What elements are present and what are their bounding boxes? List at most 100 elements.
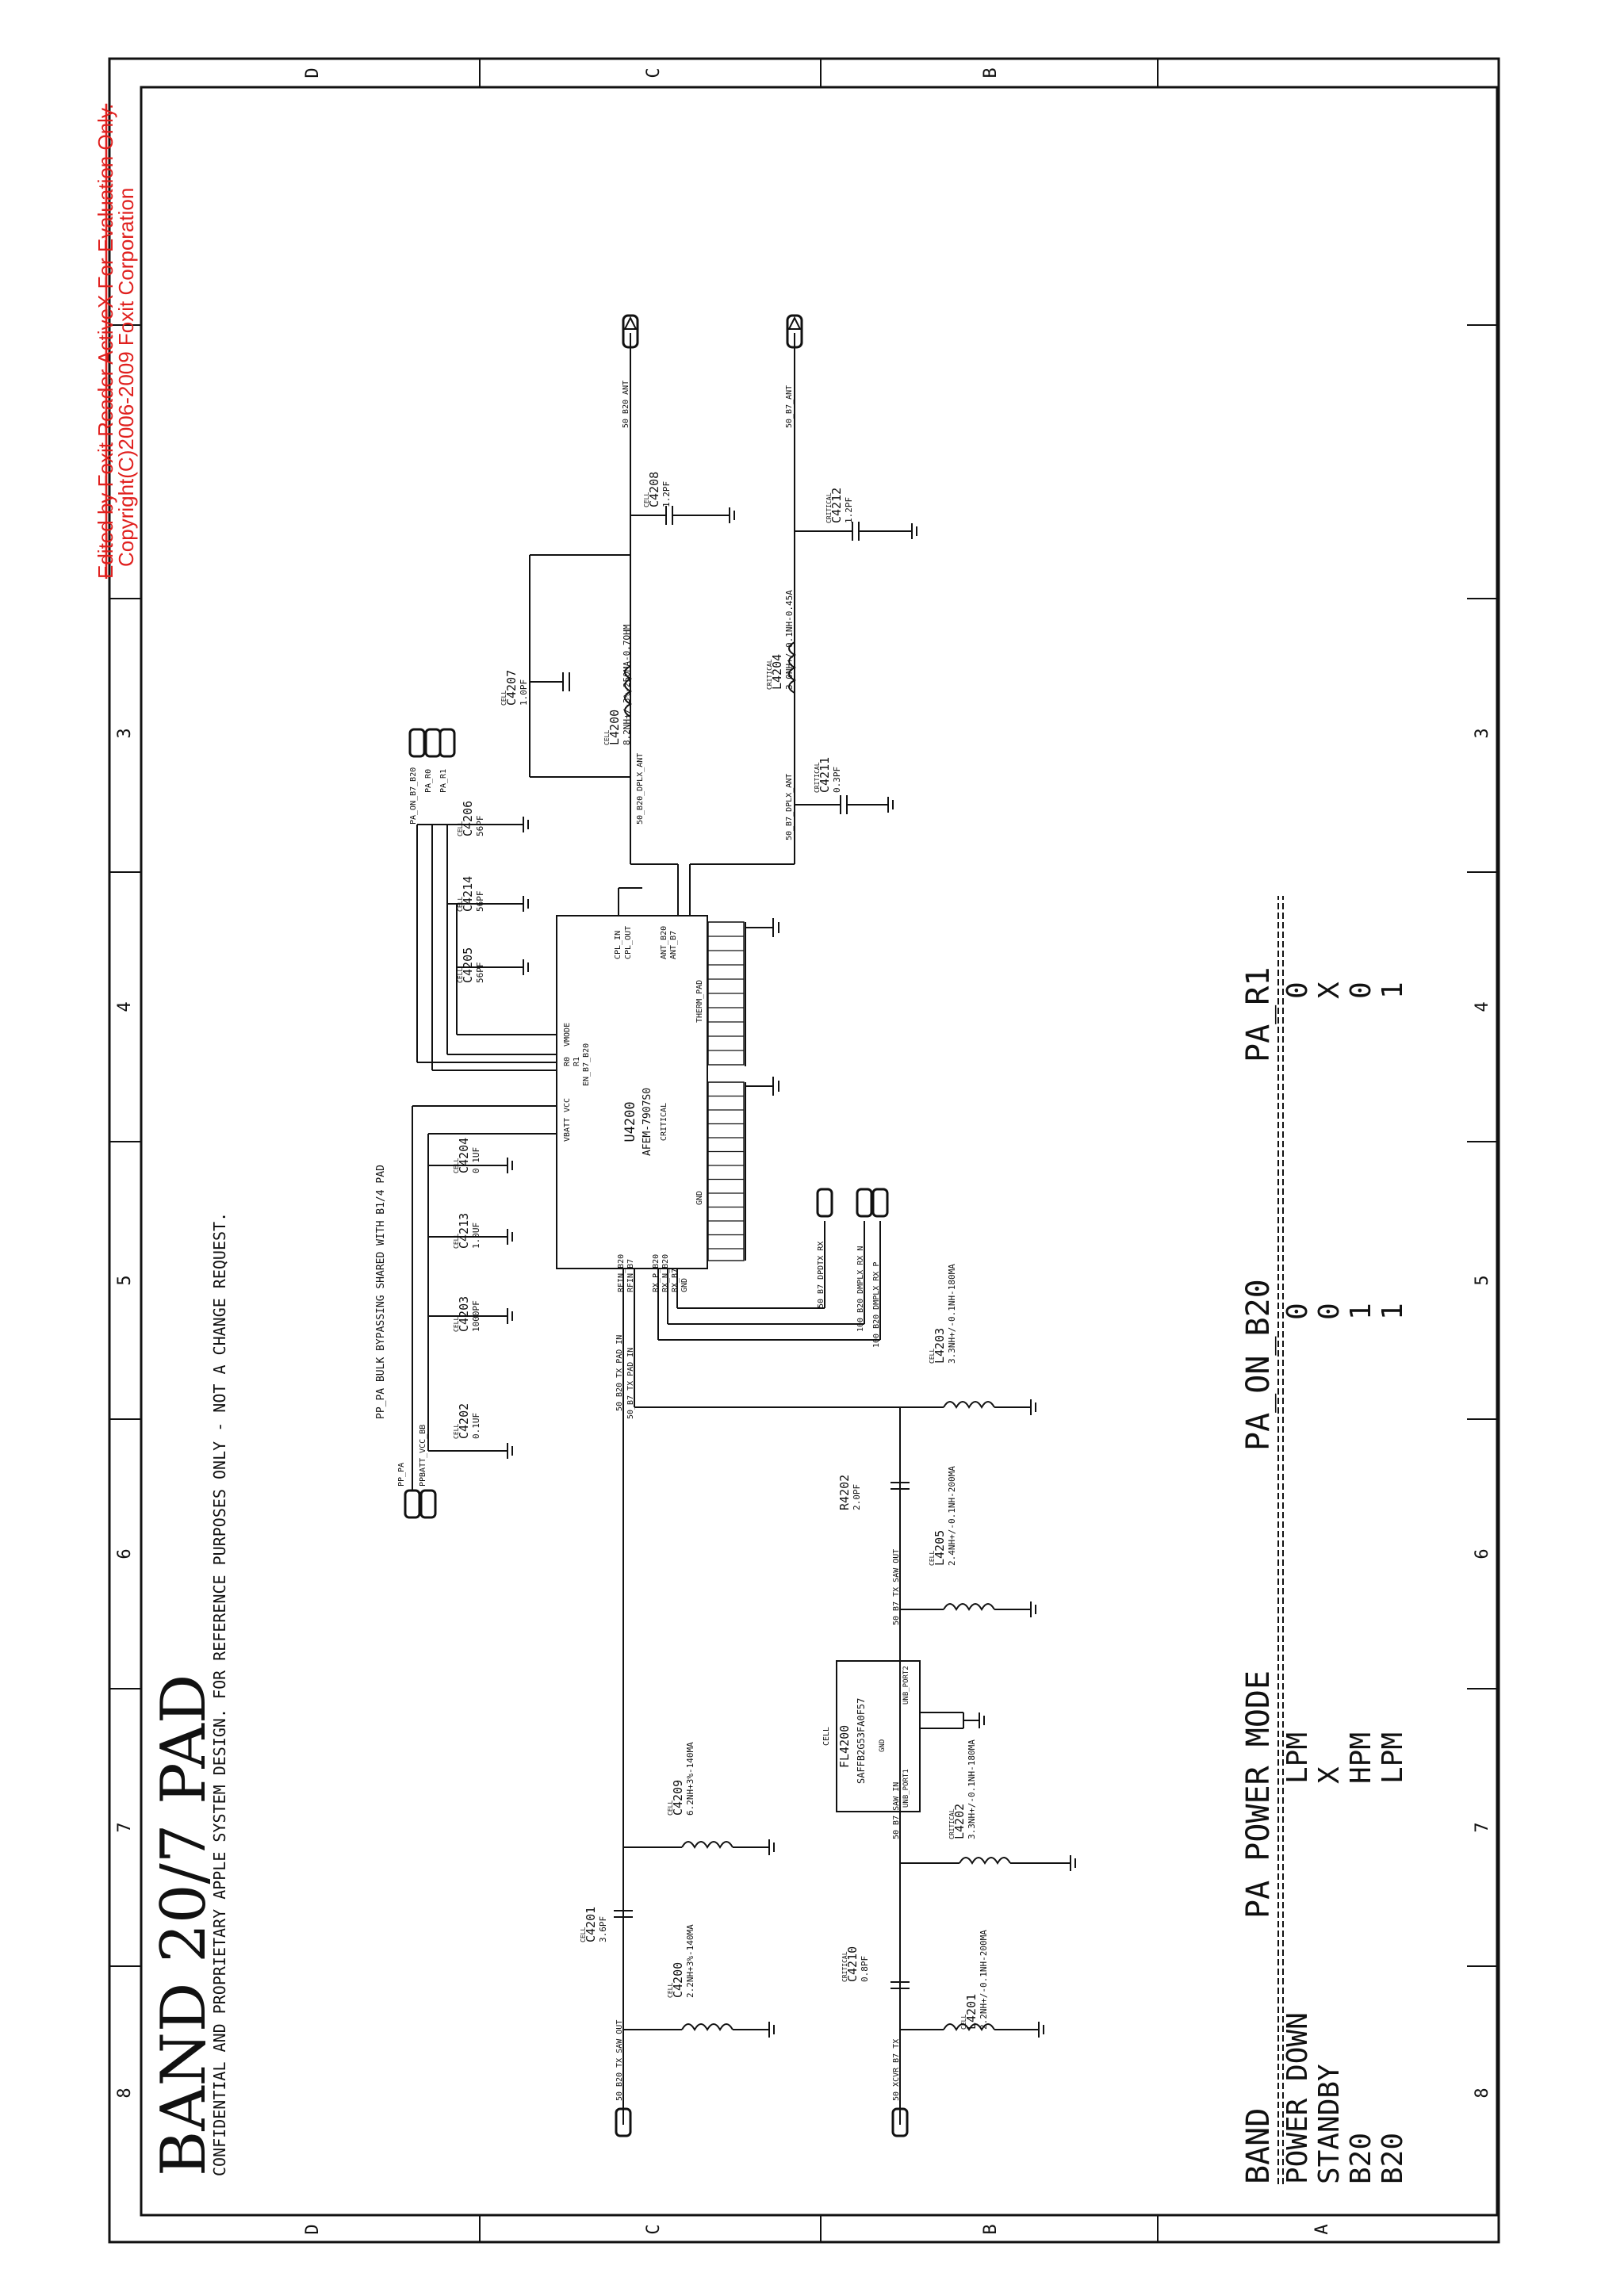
- truth-table-cell: B20: [1377, 2133, 1409, 2184]
- u4200-pin-rx-p: RX_P_B20: [652, 1254, 661, 1292]
- antenna-connectors: [622, 314, 803, 349]
- net-b7-ant: 50_B7_ANT: [785, 385, 794, 428]
- component-ref: C4211: [818, 757, 832, 793]
- component-ref: C4213: [457, 1213, 471, 1249]
- component-value: 2.2NH+3%-140MA: [685, 1924, 695, 1998]
- component-note: CELL: [453, 1424, 460, 1439]
- component-value: 1.2PF: [661, 481, 672, 507]
- component-note: CELL: [457, 897, 464, 912]
- truth-table-cell: HPM: [1345, 1732, 1377, 1784]
- fl4200-tag: CELL: [822, 1727, 831, 1746]
- truth-table-cell: B20: [1345, 2133, 1377, 2184]
- component-ref: C4212: [829, 488, 844, 523]
- zone-ticks: [109, 59, 1499, 2242]
- component-value: 56PF: [475, 816, 485, 837]
- antenna-shunt-caps: [530, 506, 917, 814]
- u4200-pin-grid: [708, 921, 744, 1249]
- truth-table: BAND PA POWER MODE PA_ON_B20 PA_R1 POWER…: [1240, 896, 1409, 2184]
- net-b7-tx-pad-in: 50_B7_TX_PAD_IN: [626, 1348, 635, 1419]
- confidential-notice: CONFIDENTIAL AND PROPRIETARY APPLE SYSTE…: [210, 1212, 229, 2176]
- net-b7-saw-out: 50_B7_TX_SAW_OUT: [892, 1549, 901, 1625]
- component-ref: C4200: [671, 1962, 685, 1998]
- zone-row-top-3: B: [981, 67, 1001, 78]
- component-note: CELL: [453, 1317, 460, 1332]
- truth-table-cell: 0: [1313, 1303, 1346, 1320]
- component-value: 0.3PF: [832, 767, 842, 793]
- u4200-pin-rfin-b7: RFIN_B7: [626, 1259, 635, 1292]
- net-pp-pa: PP_PA: [397, 1463, 406, 1487]
- truth-table-cell: X: [1313, 982, 1346, 999]
- component-ref: L4203: [933, 1328, 947, 1364]
- component-note: CELL: [643, 492, 650, 507]
- net-b20-tx-saw-out: 50_B20_TX_SAW_OUT: [615, 2020, 624, 2101]
- u4200-pin-en: EN_B7_B20: [582, 1043, 591, 1086]
- fl4200-body: [836, 1660, 921, 1812]
- truth-table-cell: LPM: [1377, 1732, 1409, 1784]
- zone-col-right-5: 5: [1473, 1275, 1492, 1285]
- component-value: 56PF: [475, 962, 485, 984]
- tt-header-band: BAND: [1240, 2108, 1277, 2184]
- u4200-ref: U4200: [622, 1101, 638, 1142]
- u4200-pin-cpl-out: CPL_OUT: [624, 926, 633, 959]
- net-b20-dplx: 50_B20_DPLX_ANT: [636, 753, 645, 825]
- tt-header-mode: PA POWER MODE: [1240, 1670, 1277, 1919]
- component-ref: C4208: [647, 472, 661, 507]
- antenna-wiring: [529, 333, 795, 916]
- component-value: 2.0PF: [852, 1484, 862, 1510]
- component-note: CELL: [500, 691, 508, 706]
- net-pa-on: PA_ON_B7_B20: [409, 767, 418, 825]
- truth-table-cell: 1: [1377, 982, 1409, 999]
- fl4200-gnd: GND: [879, 1739, 887, 1752]
- net-xcvr-b7-tx: 50_XCVR_B7_TX: [892, 2039, 901, 2101]
- u4200-tag: CRITICAL: [660, 1103, 668, 1141]
- net-b20-dmplx-n: 100_B20_DMPLX_RX_N: [856, 1246, 865, 1332]
- component-note: CELL: [603, 730, 611, 745]
- zone-col-right-6: 6: [1473, 1548, 1492, 1559]
- u4200-pin-rfin-b20: RFIN_B20: [617, 1254, 626, 1292]
- component-value: 1.0PF: [519, 679, 529, 706]
- net-pa-r1: PA_R1: [439, 769, 448, 793]
- zone-row-bottom-1: D: [303, 2224, 323, 2234]
- component-ref: C4207: [504, 670, 519, 706]
- component-note: CRITICAL: [814, 762, 821, 793]
- pa-control-wiring: [412, 817, 557, 1490]
- u4200-body: [556, 915, 708, 1269]
- tx-rx-wiring: [622, 1221, 901, 2125]
- component-note: CRITICAL: [948, 1808, 956, 1839]
- zone-col-left-3: 3: [115, 728, 135, 738]
- net-b20-ant: 50_B20_ANT: [622, 381, 630, 428]
- control-connectors: [404, 728, 456, 1519]
- rx-connectors: [615, 1188, 909, 2137]
- tx-shunt-elements: [614, 1399, 1076, 2038]
- u4200-pin-rx-b7: RX_B7: [671, 1269, 680, 1292]
- bypass-note: PP_PA BULK BYPASSING SHARED WITH B1/4 PA…: [375, 1165, 387, 1419]
- u4200-pin-r1: R1: [573, 1057, 581, 1066]
- component-note: CRITICAL: [841, 1951, 848, 1982]
- component-ref: L4200: [607, 710, 622, 745]
- zone-row-bottom-4: A: [1312, 2224, 1332, 2234]
- watermark-line-1: Edited by Foxit Reader ActiveX For Evalu…: [94, 104, 117, 579]
- zone-col-right-8: 8: [1473, 2087, 1492, 2098]
- component-note: CELL: [453, 1234, 460, 1249]
- zone-row-bottom-2: C: [644, 2224, 664, 2234]
- net-b7-dpdtx: 50_B7_DPDTX_RX: [817, 1242, 825, 1308]
- component-ref: C4204: [457, 1138, 471, 1173]
- component-ref: R4202: [837, 1475, 852, 1510]
- component-value: 56PF: [475, 891, 485, 913]
- component-note: CELL: [929, 1551, 936, 1566]
- outer-border: [108, 57, 1500, 2244]
- u4200-pin-r0: R0: [563, 1057, 572, 1066]
- component-note: CELL: [667, 1800, 674, 1816]
- truth-table-cell: POWER DOWN: [1281, 2012, 1314, 2184]
- component-value: 0.8PF: [860, 1956, 870, 1982]
- tt-header-pa-on: PA_ON_B20: [1240, 1279, 1277, 1451]
- inner-border: [140, 86, 1499, 2217]
- component-ref: C4202: [457, 1403, 471, 1439]
- watermark-line-2: Copyright(C)2006-2009 Foxit Corporation: [114, 188, 138, 567]
- component-ref: L4201: [964, 1994, 979, 2030]
- tt-header-pa-r1: PA_R1: [1240, 967, 1277, 1062]
- component-ref: L4202: [952, 1804, 967, 1839]
- fl4200-part: SAFFB2G53FA0F57: [856, 1698, 867, 1784]
